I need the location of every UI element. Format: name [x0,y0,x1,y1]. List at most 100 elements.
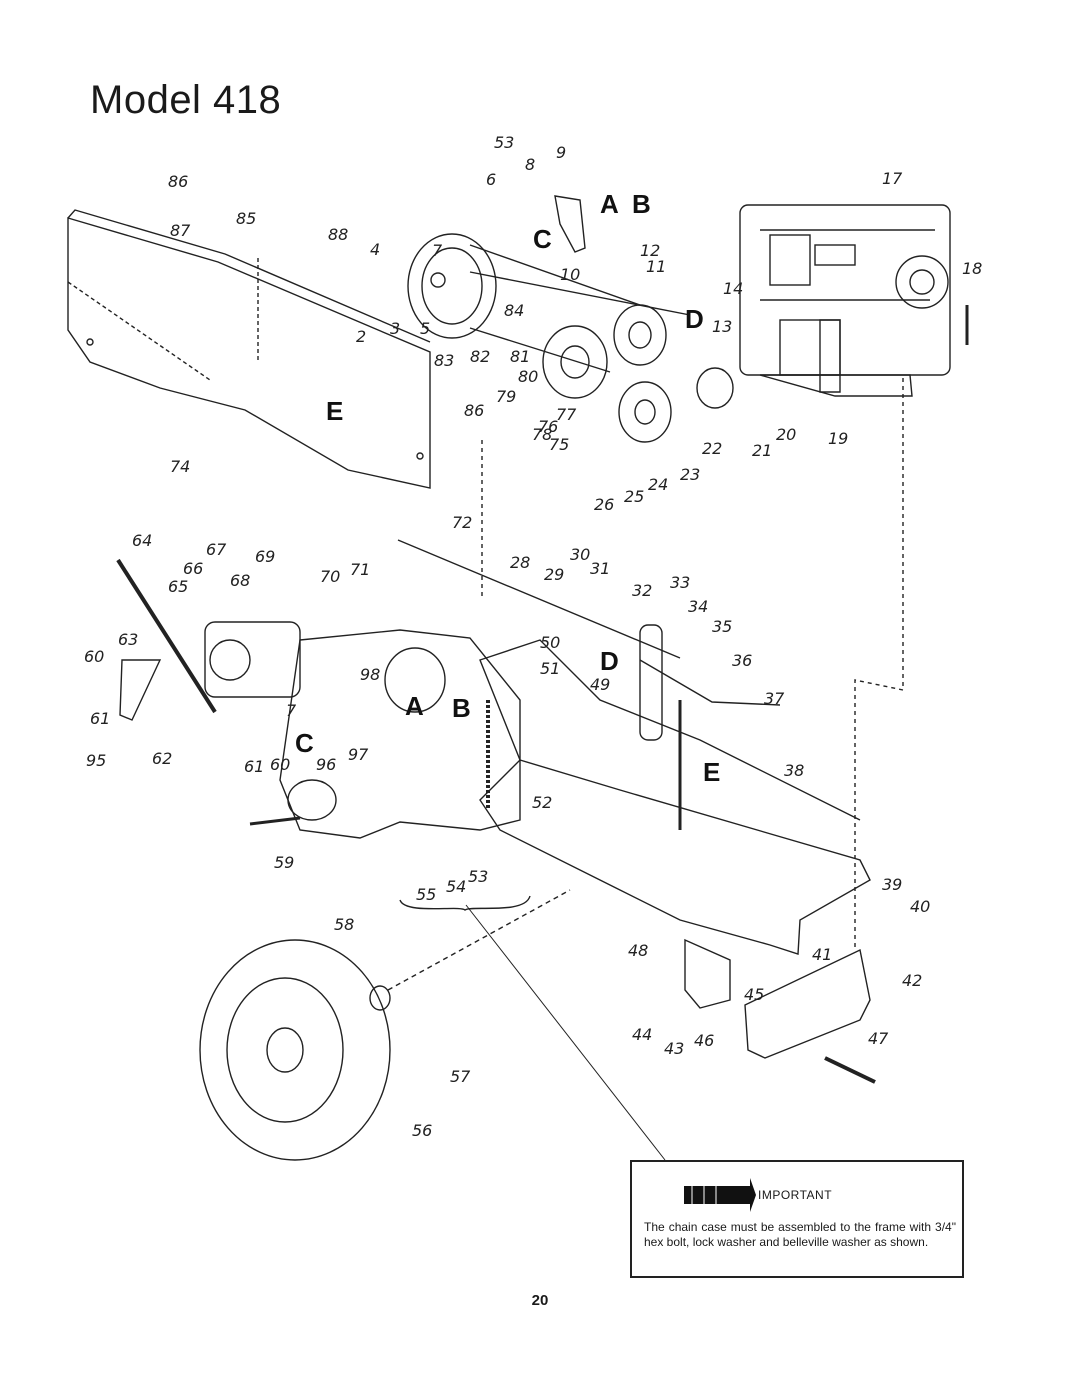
part-number: 66 [183,559,203,578]
part-number: 84 [504,301,524,320]
section-letter-b-2: B [452,693,471,723]
part-number: 75 [549,435,569,454]
part-number: 86 [168,172,188,191]
part-number: 76 [538,417,558,436]
part-number: 79 [496,387,516,406]
part-number: 54 [446,877,466,896]
arm-d [639,624,663,741]
part-number: 9 [556,143,566,162]
important-notice: IMPORTANT The chain case must be assembl… [630,1160,964,1278]
part-number: 37 [764,689,785,708]
part-number-callouts: 53 8 9 6 17 86 85 87 88 4 7 12 10 11 18 … [84,133,982,1140]
gearbox [204,621,301,698]
part-number: 51 [540,659,560,678]
part-number: 60 [270,755,290,774]
part-number: 78 [532,425,552,444]
part-number: 10 [560,265,580,284]
part-number: 52 [532,793,552,812]
part-number: 12 [640,241,660,260]
arrow-icon [684,1178,800,1212]
part-number: 87 [170,221,191,240]
part-number: 23 [680,465,700,484]
part-number: 7 [432,241,443,260]
section-letter-b: B [632,189,651,219]
part-number: 40 [910,897,930,916]
drive-belt [469,244,641,373]
section-letter-a: A [600,189,619,219]
part-number: 13 [712,317,732,336]
part-number: 83 [434,351,454,370]
pulley-22 [618,381,672,443]
section-letter-d: D [685,304,704,334]
part-number: 42 [902,971,922,990]
idler-pulley [542,325,608,399]
part-number: 14 [723,279,743,298]
section-letter-d-2: D [600,646,619,676]
part-number: 26 [594,495,614,514]
part-number: 18 [962,259,982,278]
part-number: 22 [702,439,722,458]
part-number: 29 [544,565,564,584]
part-number: 81 [510,347,530,366]
section-letter-e: E [326,396,343,426]
page-title: Model 418 [90,78,282,122]
part-number: 64 [132,531,152,550]
part-number: 82 [470,347,490,366]
part-number: 32 [632,581,652,600]
wheel-weight [744,948,871,1059]
part-number: 21 [752,441,772,460]
part-number: 2 [356,327,366,346]
part-number: 80 [518,367,538,386]
part-number: 39 [882,875,902,894]
part-number: 45 [744,985,764,1004]
part-number: 24 [648,475,668,494]
part-number: 50 [540,633,560,652]
section-letter-e-2: E [703,757,720,787]
shift-lever [116,558,217,714]
part-number: 70 [320,567,340,586]
part-number: 67 [206,540,227,559]
part-number: 33 [670,573,690,592]
part-number: 31 [590,559,610,578]
part-number: 8 [525,155,535,174]
part-number: 58 [334,915,354,934]
part-number: 41 [812,945,832,964]
part-number: 71 [350,560,370,579]
important-label: IMPORTANT [758,1188,833,1202]
part-number: 6 [486,170,496,189]
part-number: 85 [236,209,256,228]
section-letter-c: C [533,224,552,254]
part-number: 7 [286,701,297,720]
part-number: 56 [412,1121,432,1140]
section-letter-c-2: C [295,728,314,758]
part-number: 57 [450,1067,471,1086]
section-letters: A B C D E A B C D E [295,189,720,787]
part-number: 69 [255,547,275,566]
part-number: 47 [868,1029,889,1048]
part-number: 17 [882,169,903,188]
chain-case-shield [67,217,431,489]
part-number: 5 [420,319,430,338]
part-number: 3 [390,319,400,338]
part-number: 4 [370,240,380,259]
page-number: 20 [531,1292,549,1309]
part-number: 19 [828,429,848,448]
part-number: 96 [316,755,336,774]
part-number: 97 [348,745,369,764]
main-frame [479,759,871,955]
part-number: 72 [452,513,472,532]
part-number: 28 [510,553,530,572]
part-number: 20 [776,425,796,444]
part-number: 30 [570,545,590,564]
part-number: 95 [86,751,106,770]
part-number: 63 [118,630,138,649]
part-number: 48 [628,941,648,960]
part-number: 44 [632,1025,652,1044]
part-number: 98 [360,665,380,684]
part-number: 62 [152,749,172,768]
part-number: 61 [90,709,110,728]
part-number: 55 [416,885,436,904]
part-number: 86 [464,401,484,420]
part-number: 88 [328,225,348,244]
part-number: 65 [168,577,188,596]
